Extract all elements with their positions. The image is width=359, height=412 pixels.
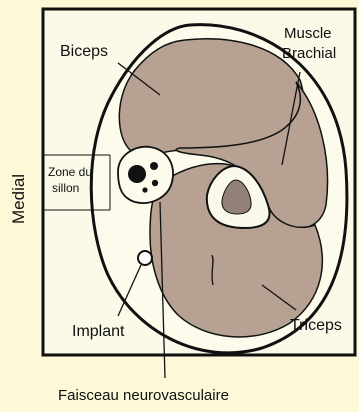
label-muscle: Muscle bbox=[284, 25, 332, 42]
label-faisceau: Faisceau neurovasculaire bbox=[58, 387, 229, 404]
label-medial: Medial bbox=[9, 174, 28, 224]
label-sillon: sillon bbox=[52, 181, 79, 195]
vessel-dot-2 bbox=[152, 180, 158, 186]
label-biceps: Biceps bbox=[60, 43, 108, 60]
vessel-dot-3 bbox=[142, 187, 147, 192]
nerve-dot-large bbox=[128, 165, 146, 183]
implant-circle bbox=[138, 251, 152, 265]
label-triceps: Triceps bbox=[290, 317, 342, 334]
label-implant: Implant bbox=[72, 323, 125, 340]
label-zone: Zone du bbox=[48, 165, 92, 179]
vessel-dot-1 bbox=[150, 162, 158, 170]
label-brachial: Brachial bbox=[282, 45, 336, 62]
